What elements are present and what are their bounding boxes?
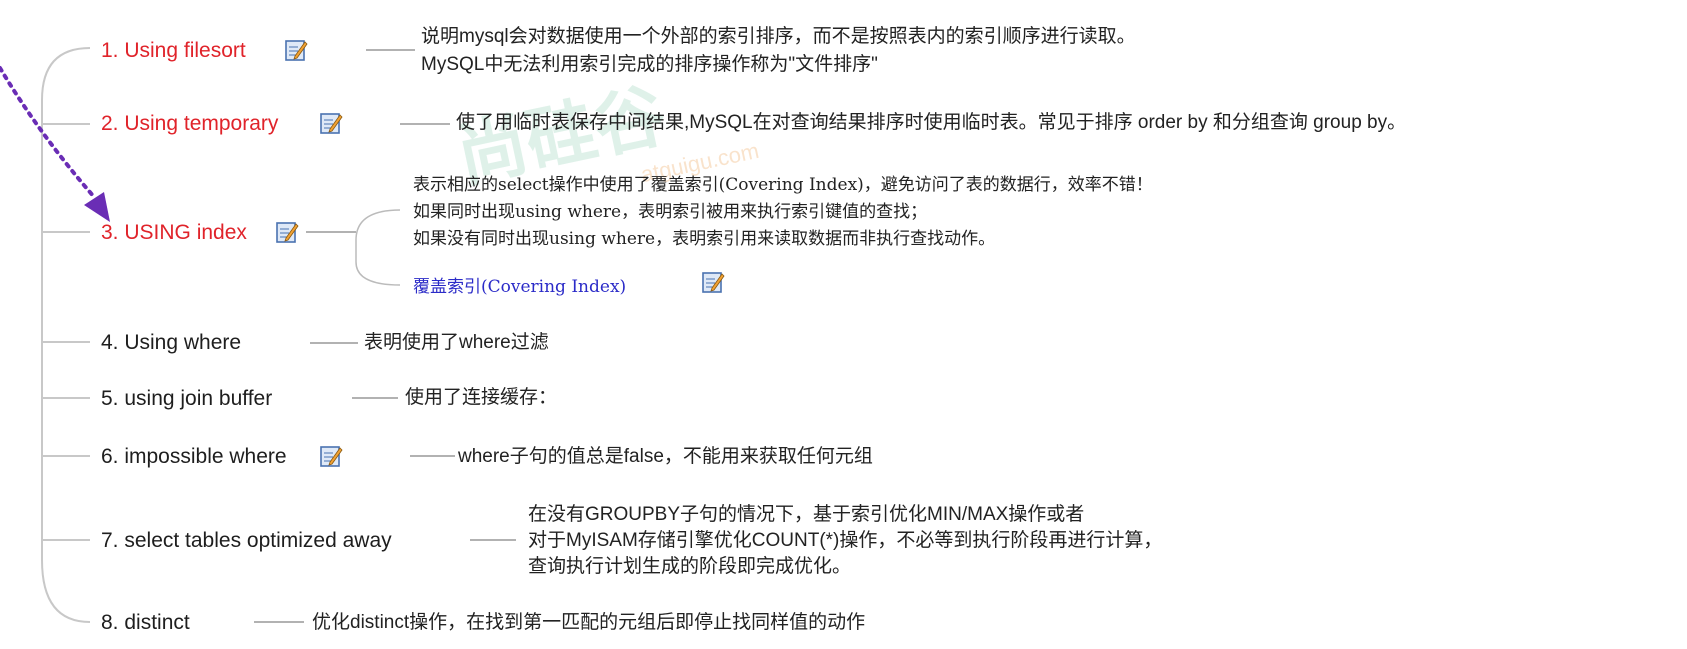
dotted-arrow (0, 66, 97, 200)
item-using-join-buffer[interactable]: 5. using join buffer (101, 387, 273, 410)
item-using-index[interactable]: 3. USING index (101, 221, 247, 244)
desc-index-line1: 表示相应的select操作中使用了覆盖索引(Covering Index)，避免… (413, 175, 1153, 195)
desc-filesort-line1: 说明mysql会对数据使用一个外部的索引排序，而不是按照表内的索引顺序进行读取。 (421, 26, 1136, 47)
item-impossible-where[interactable]: 6. impossible where (101, 445, 287, 468)
item-distinct[interactable]: 8. distinct (101, 611, 190, 634)
desc-using-where: 表明使用了where过滤 (364, 332, 549, 353)
desc-index-line3: 如果没有同时出现using where，表明索引用来读取数据而非执行查找动作。 (413, 229, 996, 249)
desc-optimized-away-line1: 在没有GROUPBY子句的情况下，基于索引优化MIN/MAX操作或者 (528, 504, 1085, 525)
note-icon[interactable] (701, 270, 725, 294)
link-3-bracket (355, 209, 401, 286)
sub-covering-index[interactable]: 覆盖索引(Covering Index) (413, 277, 627, 297)
desc-join-buffer: 使用了连接缓存： (405, 387, 558, 408)
item-using-temporary[interactable]: 2. Using temporary (101, 112, 279, 135)
desc-optimized-away-line3: 查询执行计划生成的阶段即完成优化。 (528, 556, 852, 577)
item-select-tables-optimized-away[interactable]: 7. select tables optimized away (101, 529, 392, 552)
note-icon[interactable] (319, 111, 343, 135)
note-icon[interactable] (284, 38, 308, 62)
item-using-where[interactable]: 4. Using where (101, 331, 242, 354)
item-using-filesort[interactable]: 1. Using filesort (101, 39, 246, 62)
desc-optimized-away-line2: 对于MyISAM存储引擎优化COUNT(*)操作，不必等到执行阶段再进行计算， (528, 530, 1163, 551)
desc-index-line2: 如果同时出现using where，表明索引被用来执行索引键值的查找； (413, 202, 928, 222)
note-icon[interactable] (319, 444, 343, 468)
desc-filesort-line2: MySQL中无法利用索引完成的排序操作称为"文件排序" (421, 54, 878, 75)
desc-temporary: 使了用临时表保存中间结果,MySQL在对查询结果排序时使用临时表。常见于排序 o… (456, 112, 1407, 133)
note-icon[interactable] (275, 220, 299, 244)
arrow-head (84, 192, 110, 222)
spine-line (41, 47, 91, 623)
desc-impossible-where: where子句的值总是false，不能用来获取任何元组 (458, 446, 873, 467)
desc-distinct: 优化distinct操作，在找到第一匹配的元组后即停止找同样值的动作 (312, 612, 866, 633)
